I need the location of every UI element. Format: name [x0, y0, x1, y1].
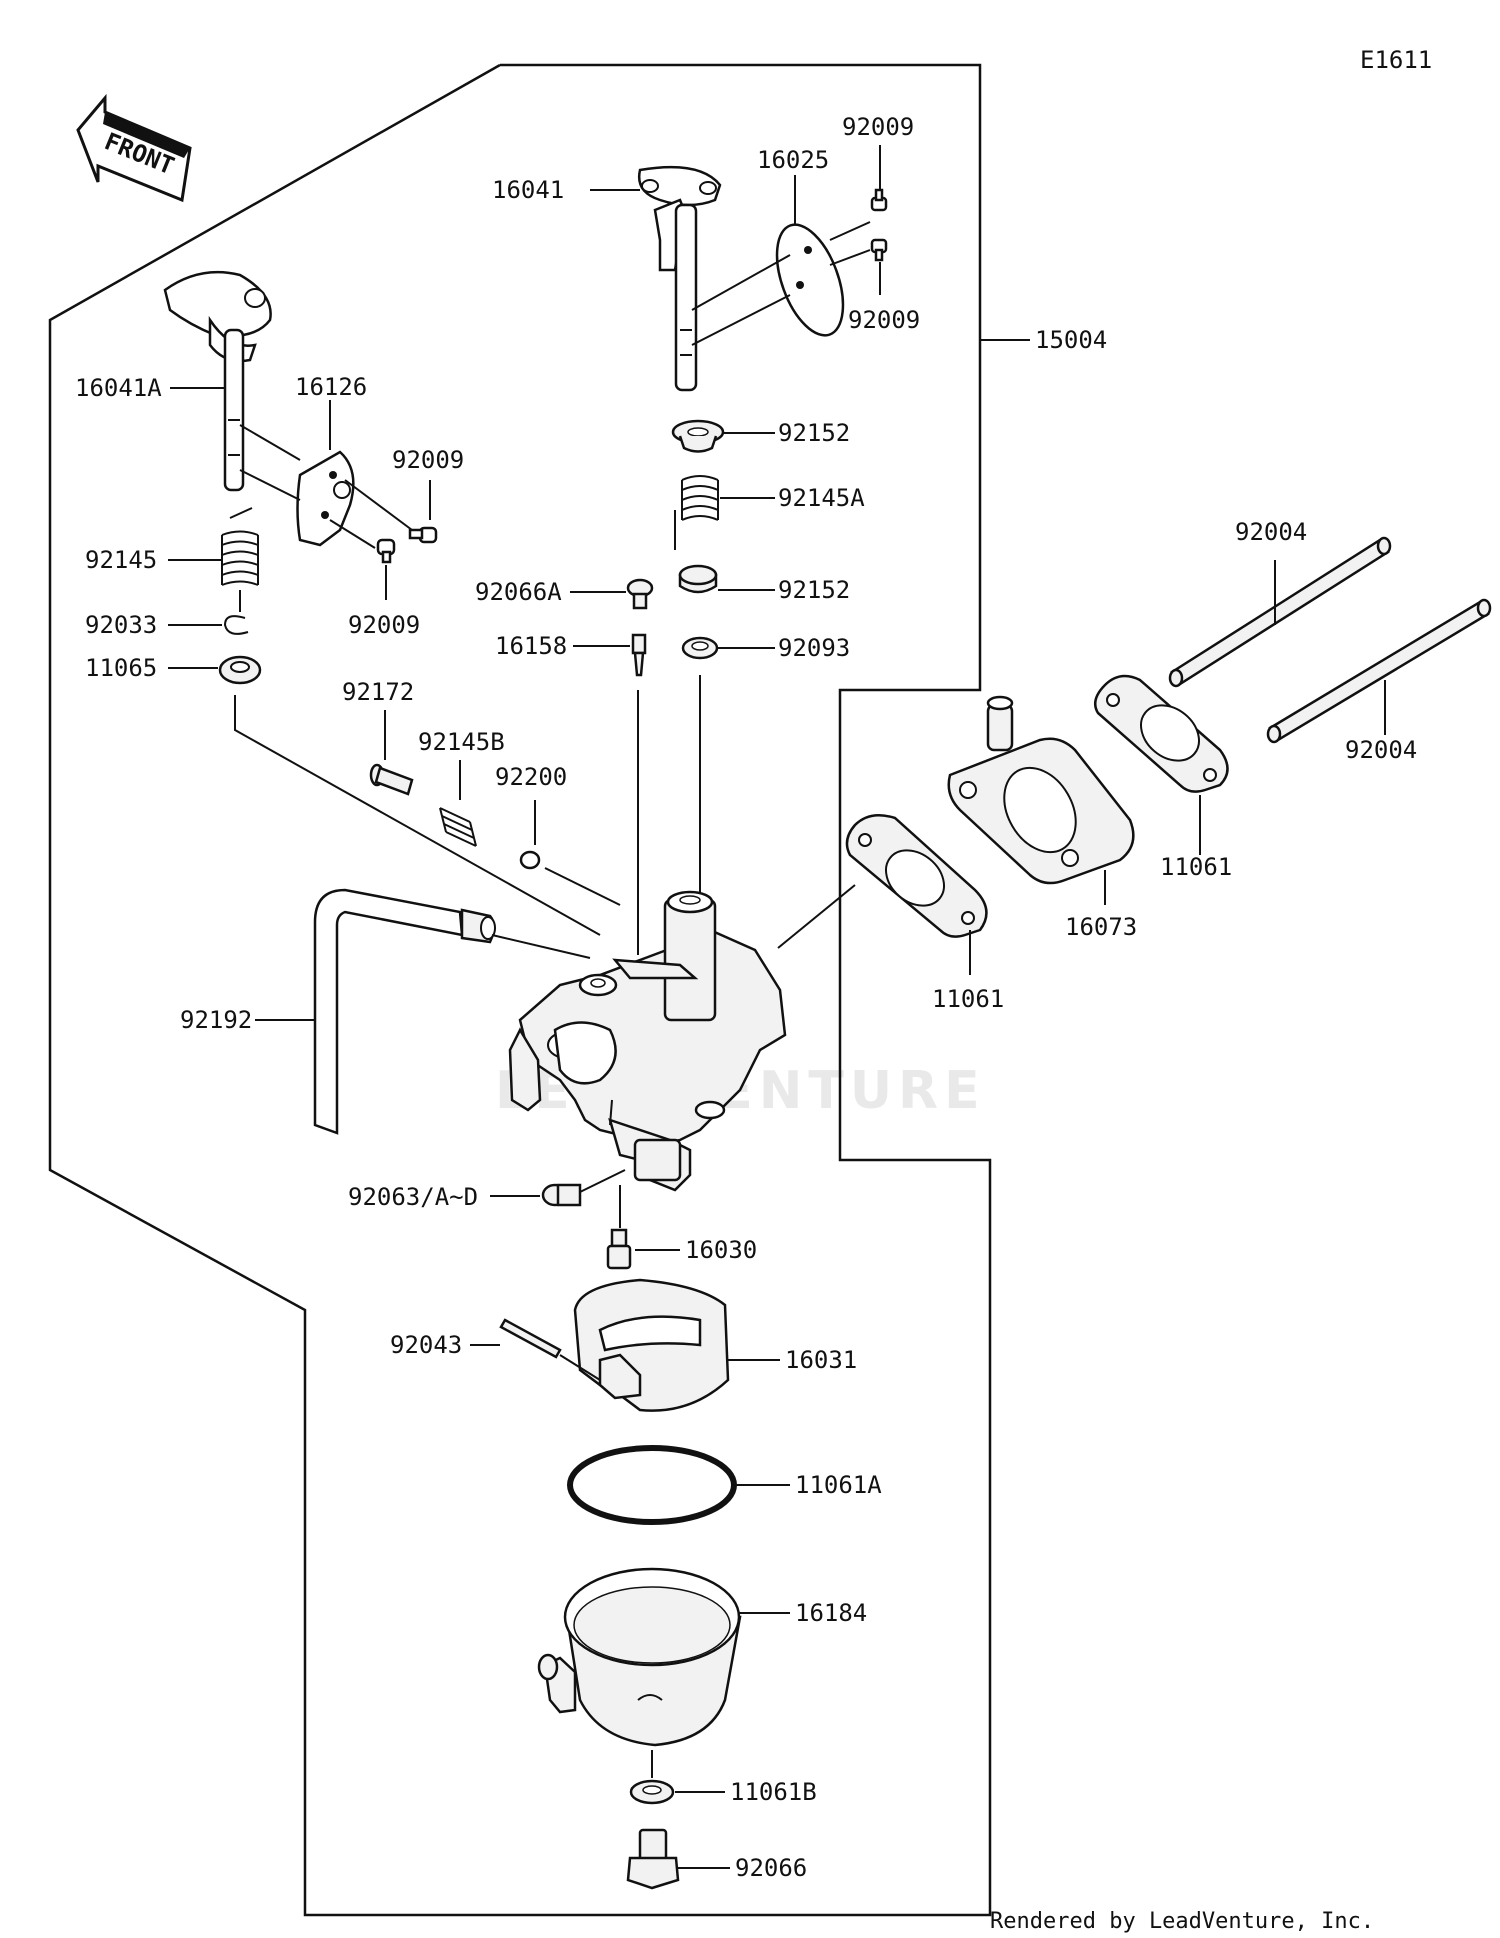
label-92145: 92145 [85, 546, 157, 574]
float-pin-92043 [499, 1318, 562, 1359]
label-16041A: 16041A [75, 374, 162, 402]
float-bowl-gasket-11061A [567, 1445, 737, 1525]
gasket-11061-rear [1093, 674, 1229, 793]
gasket-11061-front [845, 813, 988, 938]
label-92033: 92033 [85, 611, 157, 639]
label-11061-b: 11061 [932, 985, 1004, 1013]
choke-plate-16126 [296, 450, 355, 547]
label-92145A: 92145A [778, 484, 865, 512]
spring-92145 [221, 507, 259, 586]
washer-11061B [629, 1779, 675, 1805]
label-92063: 92063/A~D [348, 1183, 478, 1211]
label-16126: 16126 [295, 373, 367, 401]
e-clip-92033 [223, 615, 249, 635]
nozzle-16030 [606, 1228, 632, 1270]
label-16030: 16030 [685, 1236, 757, 1264]
label-92009-d: 92009 [348, 611, 420, 639]
tube-92192 [313, 888, 496, 1135]
o-ring-92200 [519, 850, 541, 870]
screw-92066A [626, 578, 654, 610]
label-92145B: 92145B [418, 728, 505, 756]
label-92066: 92066 [735, 1854, 807, 1882]
label-16041: 16041 [492, 176, 564, 204]
diagram-id: E1611 [1360, 46, 1432, 74]
label-92152-b: 92152 [778, 576, 850, 604]
label-92009-b: 92009 [848, 306, 920, 334]
label-92093: 92093 [778, 634, 850, 662]
insulator-16073 [947, 695, 1135, 885]
drain-bolt-92066 [626, 1828, 680, 1890]
screw-92009-left-b [376, 538, 396, 564]
label-16184: 16184 [795, 1599, 867, 1627]
main-jet-92063 [541, 1183, 582, 1207]
seal-11065 [218, 655, 262, 685]
label-92004-b: 92004 [1345, 736, 1417, 764]
label-11061A: 11061A [795, 1471, 882, 1499]
footer-credit: Rendered by LeadVenture, Inc. [990, 1909, 1374, 1934]
label-16073: 16073 [1065, 913, 1137, 941]
label-16031: 16031 [785, 1346, 857, 1374]
label-92009-a: 92009 [842, 113, 914, 141]
washer-92152-top [671, 419, 725, 453]
label-92200: 92200 [495, 763, 567, 791]
front-arrow-icon: FRONT [76, 93, 192, 203]
label-92066A: 92066A [475, 578, 562, 606]
throttle-plate-16025 [775, 223, 845, 337]
needle-16158 [631, 633, 647, 677]
seal-92093 [681, 636, 719, 660]
label-11061B: 11061B [730, 1778, 817, 1806]
label-11061-a: 11061 [1160, 853, 1232, 881]
label-92172: 92172 [342, 678, 414, 706]
carburetor-body [508, 890, 787, 1192]
label-92043: 92043 [390, 1331, 462, 1359]
stud-92004-lower [1266, 598, 1492, 744]
label-92152-a: 92152 [778, 419, 850, 447]
assembly-frame [48, 63, 992, 1917]
stud-92004-upper [1168, 536, 1392, 688]
label-16025: 16025 [757, 146, 829, 174]
label-11065: 11065 [85, 654, 157, 682]
spring-92145A [681, 475, 719, 521]
label-92004-a: 92004 [1235, 518, 1307, 546]
label-16158: 16158 [495, 632, 567, 660]
choke-shaft-16041A [163, 270, 272, 492]
label-15004: 15004 [1035, 326, 1107, 354]
screw-92009-top-b [870, 238, 888, 262]
label-92192: 92192 [180, 1006, 252, 1034]
screw-92172 [369, 763, 414, 796]
washer-92152-bottom [678, 564, 718, 594]
throttle-shaft-16041 [637, 165, 722, 392]
spring-92145B [439, 807, 477, 847]
label-92009-c: 92009 [392, 446, 464, 474]
screw-92009-top-a [870, 188, 888, 212]
float-bowl-16184 [537, 1567, 742, 1747]
float-16031 [573, 1278, 730, 1412]
screw-92009-left-a [408, 526, 438, 544]
